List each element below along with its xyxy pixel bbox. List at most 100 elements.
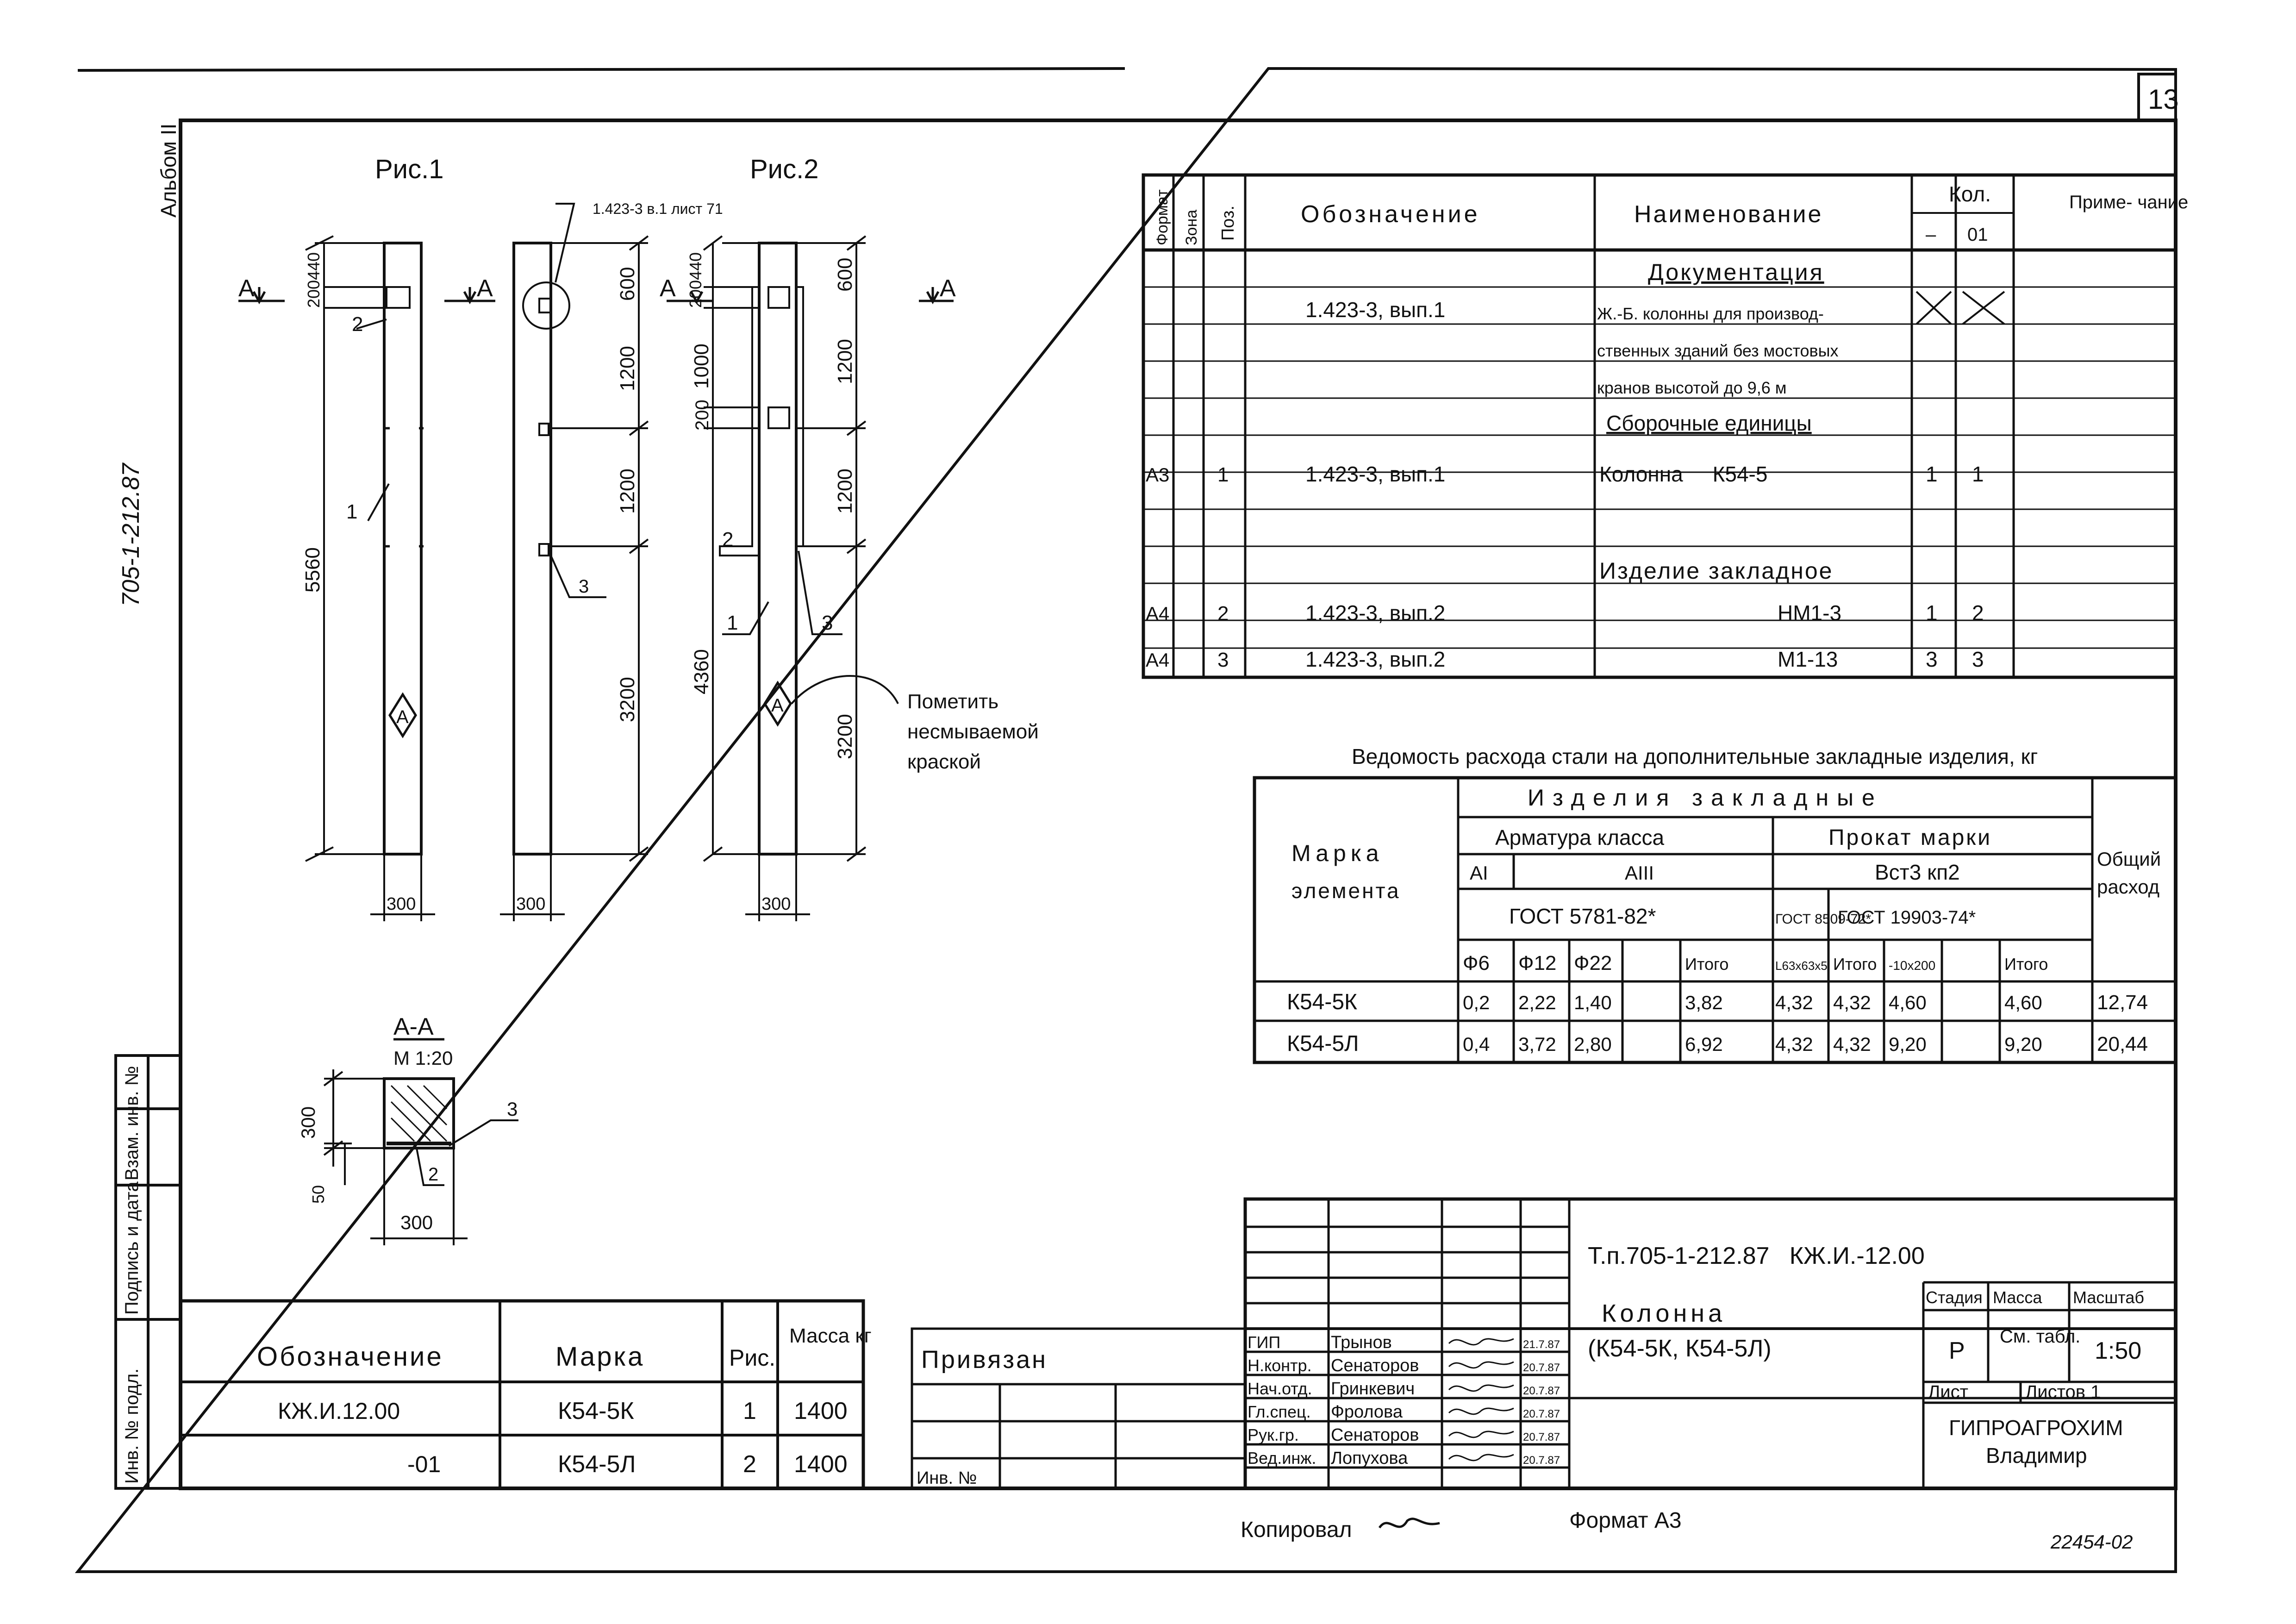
spec-h-qty: Кол. <box>1949 182 1991 206</box>
fig2-ref-note: 1.423-3 в.1 лист 71 <box>593 200 723 217</box>
spec-row1-q2: 1 <box>1972 462 1984 486</box>
fig2-callout-3: 3 <box>822 612 833 634</box>
fig2-callout-2: 2 <box>722 528 733 551</box>
marks-table-grid <box>179 1299 865 1490</box>
spec-section-assemblies: Сборочные единицы <box>1606 411 1812 435</box>
fig2-dim-1200a: 1200 <box>834 339 856 384</box>
spec-row3-name: М1-13 <box>1778 647 1838 671</box>
tb-mass-h: Масса <box>1993 1288 2042 1307</box>
steel-h-ai: АI <box>1470 862 1488 884</box>
steel-h-rebar: Арматура класса <box>1495 825 1665 849</box>
marks-h-fig: Рис. <box>729 1345 775 1371</box>
steel-row-mark: К54-5Л <box>1287 1031 1359 1056</box>
fig1-dim-5560: 5560 <box>301 547 324 593</box>
signer-role: Н.контр. <box>1248 1356 1312 1375</box>
marks-h-mass: Масса кг <box>789 1324 872 1347</box>
spec-row2-q2: 2 <box>1972 601 1984 625</box>
steel-row-value: 4,32 <box>1775 992 1813 1013</box>
signer-signature <box>1448 1407 1514 1415</box>
tb-stage-h: Стадия <box>1926 1288 1983 1307</box>
steel-col-header: Ф12 <box>1518 952 1556 974</box>
signer-name: Гринкевич <box>1331 1379 1415 1399</box>
steel-row-value: 4,60 <box>1889 992 1927 1013</box>
spec-h-qty-dash: – <box>1926 225 1936 245</box>
spec-row3-pos: 3 <box>1217 649 1229 671</box>
spec-h-note: Приме- чание <box>2069 192 2188 212</box>
steel-col-header: Итого <box>1833 955 1877 974</box>
spec-doc-name-1: Ж.-Б. колонны для производ- <box>1597 304 1824 323</box>
signer-date: 20.7.87 <box>1523 1385 1560 1397</box>
section-aa-scale: М 1:20 <box>393 1047 453 1069</box>
spec-row2-name: НМ1-3 <box>1778 601 1841 625</box>
spec-h-qty-01: 01 <box>1967 225 1988 245</box>
signer-signature <box>1448 1454 1514 1462</box>
tb-org-1: ГИПРОАГРОХИМ <box>1949 1416 2123 1440</box>
spec-doc-designation: 1.423-3, вып.1 <box>1305 298 1445 322</box>
fig1-side-dim-1200b: 1200 <box>616 468 639 514</box>
signer-role: Гл.спец. <box>1248 1402 1311 1421</box>
tb-scale: 1:50 <box>2095 1337 2141 1364</box>
steel-col-header: Ф22 <box>1574 952 1612 974</box>
signer-signature <box>1448 1430 1514 1438</box>
spec-h-zone: Зона <box>1183 210 1200 245</box>
steel-table-title: Ведомость расхода стали на дополнительны… <box>1352 744 2038 768</box>
signer-signature <box>1448 1338 1514 1346</box>
fig2-column <box>667 235 954 921</box>
tb-sheets-h: Листов 1 <box>2025 1382 2101 1402</box>
fig2-title: Рис.2 <box>750 154 818 184</box>
spec-row1-name: Колонна К54-5 <box>1599 462 1767 486</box>
signer-name: Трынов <box>1331 1333 1392 1352</box>
spec-row1-pos: 1 <box>1217 463 1229 486</box>
section-dim-50: 50 <box>309 1185 328 1204</box>
tb-code: Т.п.705-1-212.87 КЖ.И.-12.00 <box>1588 1243 1925 1269</box>
marks-r2-mark: К54-5Л <box>558 1451 636 1478</box>
fig2-dim-600: 600 <box>834 258 856 292</box>
fig2-dim-4360: 4360 <box>690 649 713 694</box>
spec-h-pos: Поз. <box>1218 206 1238 241</box>
signer-signature <box>1448 1361 1514 1369</box>
side-stamp-replace: Взам. инв. № <box>122 1066 142 1181</box>
marks-r1-designation: КЖ.И.12.00 <box>278 1398 400 1424</box>
section-callout-2: 2 <box>428 1164 438 1185</box>
steel-row-value: 1,40 <box>1574 992 1612 1013</box>
fig1-title: Рис.1 <box>375 154 443 184</box>
steel-col-header: Ф6 <box>1463 952 1490 974</box>
fig2-dim-1000: 1000 <box>690 344 713 389</box>
steel-h-mark-2: элемента <box>1292 879 1401 903</box>
steel-row-value: 0,4 <box>1463 1033 1490 1055</box>
fig1-section-left: А <box>238 275 255 302</box>
steel-table-grid <box>1253 776 2177 1064</box>
paint-note-2: несмываемой <box>907 720 1039 743</box>
tb-object-2: (К54-5К, К54-5Л) <box>1588 1335 1772 1362</box>
fig1-dim-300: 300 <box>387 894 416 914</box>
steel-col-header: Итого <box>2004 955 2048 974</box>
fig1-side-dim-300: 300 <box>516 894 545 914</box>
fig2-section-right: А <box>940 275 956 302</box>
signer-name: Сенаторов <box>1331 1425 1419 1445</box>
steel-row-value: 6,92 <box>1685 1033 1723 1055</box>
marks-h-mark: Марка <box>555 1342 644 1372</box>
side-stamp-inv: Инв. № подл. <box>122 1368 142 1484</box>
steel-row-value: 2,80 <box>1574 1033 1612 1055</box>
steel-row-value: 0,2 <box>1463 992 1490 1013</box>
signer-role: Рук.гр. <box>1248 1425 1299 1444</box>
section-dim-300-h: 300 <box>400 1212 433 1233</box>
signer-date: 20.7.87 <box>1523 1362 1560 1374</box>
steel-row-mark: К54-5К <box>1287 990 1357 1014</box>
spec-doc-name-3: кранов высотой до 9,6 м <box>1597 378 1787 397</box>
marks-r1-fig: 1 <box>743 1398 756 1424</box>
marks-r2-designation: -01 <box>407 1451 441 1477</box>
signer-date: 20.7.87 <box>1523 1408 1560 1420</box>
steel-col-header: Итого <box>1685 955 1728 974</box>
tb-sheet-h: Лист <box>1928 1382 1968 1402</box>
signer-date: 20.7.87 <box>1523 1431 1560 1443</box>
marks-r1-mass: 1400 <box>794 1398 848 1424</box>
fig2-section-left: А <box>660 275 676 302</box>
copied-by: Копировал <box>1241 1518 1352 1542</box>
spec-table-grid <box>1142 173 2177 679</box>
privyazan-inv: Инв. № <box>917 1468 977 1488</box>
tb-org-2: Владимир <box>1986 1443 2087 1468</box>
spec-row3-designation: 1.423-3, вып.2 <box>1305 647 1445 671</box>
